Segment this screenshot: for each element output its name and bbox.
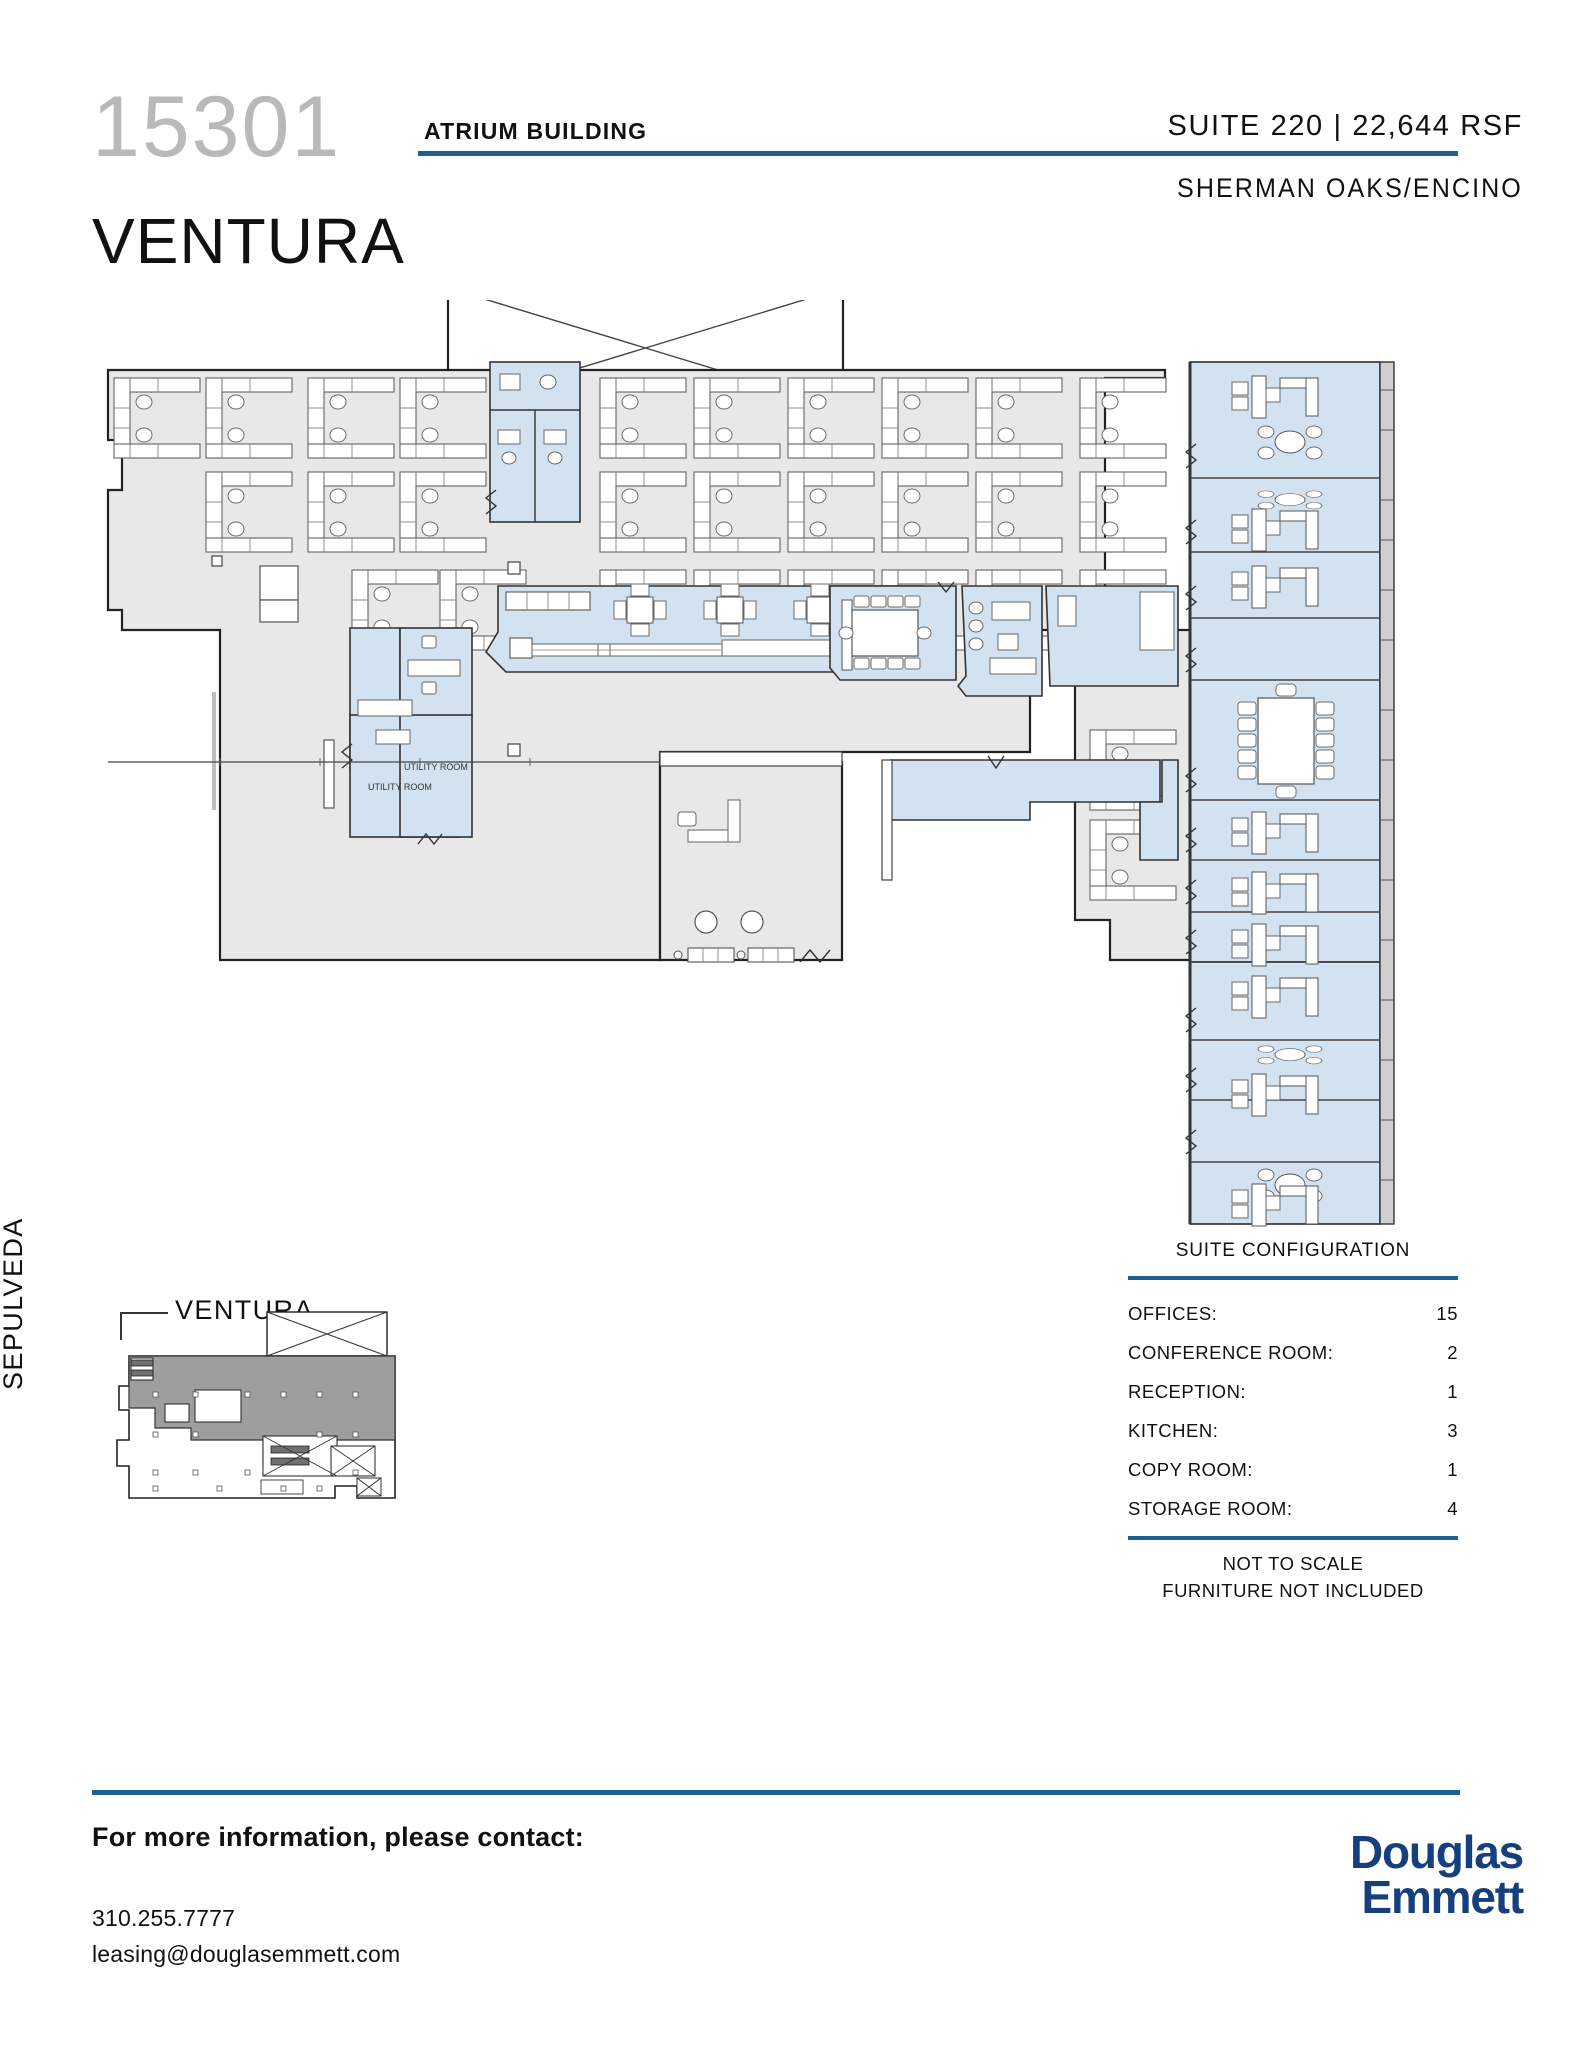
contact-email[interactable]: leasing@douglasemmett.com [92,1941,401,1967]
note-not-to-scale: NOT TO SCALE [1222,1553,1364,1574]
note-furniture-not-included: FURNITURE NOT INCLUDED [1162,1579,1424,1601]
config-label: STORAGE ROOM: [1128,1497,1293,1519]
config-label: CONFERENCE ROOM: [1128,1341,1334,1363]
config-value: 15 [1436,1302,1458,1324]
keyplan-street-sepulveda: SEPULVEDA [0,1217,28,1390]
logo-line-2: Emmett [1361,1870,1524,1923]
config-notes: NOT TO SCALE FURNITURE NOT INCLUDED [1128,1540,1458,1605]
floor-plan-drawing: UTILITY ROOM UTILITY ROOM [100,286,1460,1260]
suite-configuration-panel: SUITE CONFIGURATION OFFICES: 15 CONFEREN… [1128,1240,1458,1605]
config-row-copy-room: COPY ROOM: 1 [1128,1450,1458,1489]
config-label: RECEPTION: [1128,1380,1247,1402]
center-conference-and-kitchen [829,581,1179,697]
config-rule-bottom [1128,1536,1458,1540]
config-row-reception: RECEPTION: 1 [1128,1372,1458,1411]
keyplan-leader-line [120,1312,168,1314]
break-room [484,583,925,673]
north-center-offices [484,361,581,523]
config-label: OFFICES: [1128,1302,1218,1324]
contact-cta: For more information, please contact: [92,1822,584,1852]
config-row-list: OFFICES: 15 CONFERENCE ROOM: 2 RECEPTION… [1128,1280,1458,1536]
building-label: ATRIUM BUILDING [424,118,648,144]
submarket-label: SHERMAN OAKS/ENCINO [1177,173,1523,203]
config-value: 1 [1447,1458,1458,1480]
config-rule-top [1128,1276,1458,1280]
contact-phone[interactable]: 310.255.7777 [92,1905,236,1931]
suite-configuration-title: SUITE CONFIGURATION [1175,1240,1411,1261]
south-wing [658,751,1179,964]
douglas-emmett-logo: Douglas Emmett [1350,1829,1524,1923]
address-street: VENTURA [92,205,405,277]
config-row-conference-room: CONFERENCE ROOM: 2 [1128,1333,1458,1372]
header-rule-right [958,151,1458,156]
config-row-storage-room: STORAGE ROOM: 4 [1128,1489,1458,1528]
keyplan-leader-drop [120,1312,122,1340]
config-value: 4 [1447,1497,1458,1519]
suite-and-rsf: SUITE 220 | 22,644 RSF [1167,110,1523,142]
config-value: 3 [1447,1419,1458,1441]
logo-line-1: Douglas [1349,1826,1524,1878]
config-row-offices: OFFICES: 15 [1128,1294,1458,1333]
address-number: 15301 [92,79,342,175]
footer-rule [92,1790,1460,1795]
config-value: 2 [1447,1341,1458,1363]
config-row-kitchen: KITCHEN: 3 [1128,1411,1458,1450]
east-office-band [1184,361,1395,1227]
room-label-utility-1: UTILITY ROOM [368,782,432,792]
west-utility-rooms: UTILITY ROOM UTILITY ROOM [212,565,473,846]
plan-markers [211,555,521,757]
header-rule-left [418,151,1138,156]
config-value: 1 [1447,1380,1458,1402]
key-plan-drawing [95,1290,515,1590]
config-label: KITCHEN: [1128,1419,1219,1441]
config-label: COPY ROOM: [1128,1458,1253,1480]
room-label-utility-2: UTILITY ROOM [404,762,468,772]
